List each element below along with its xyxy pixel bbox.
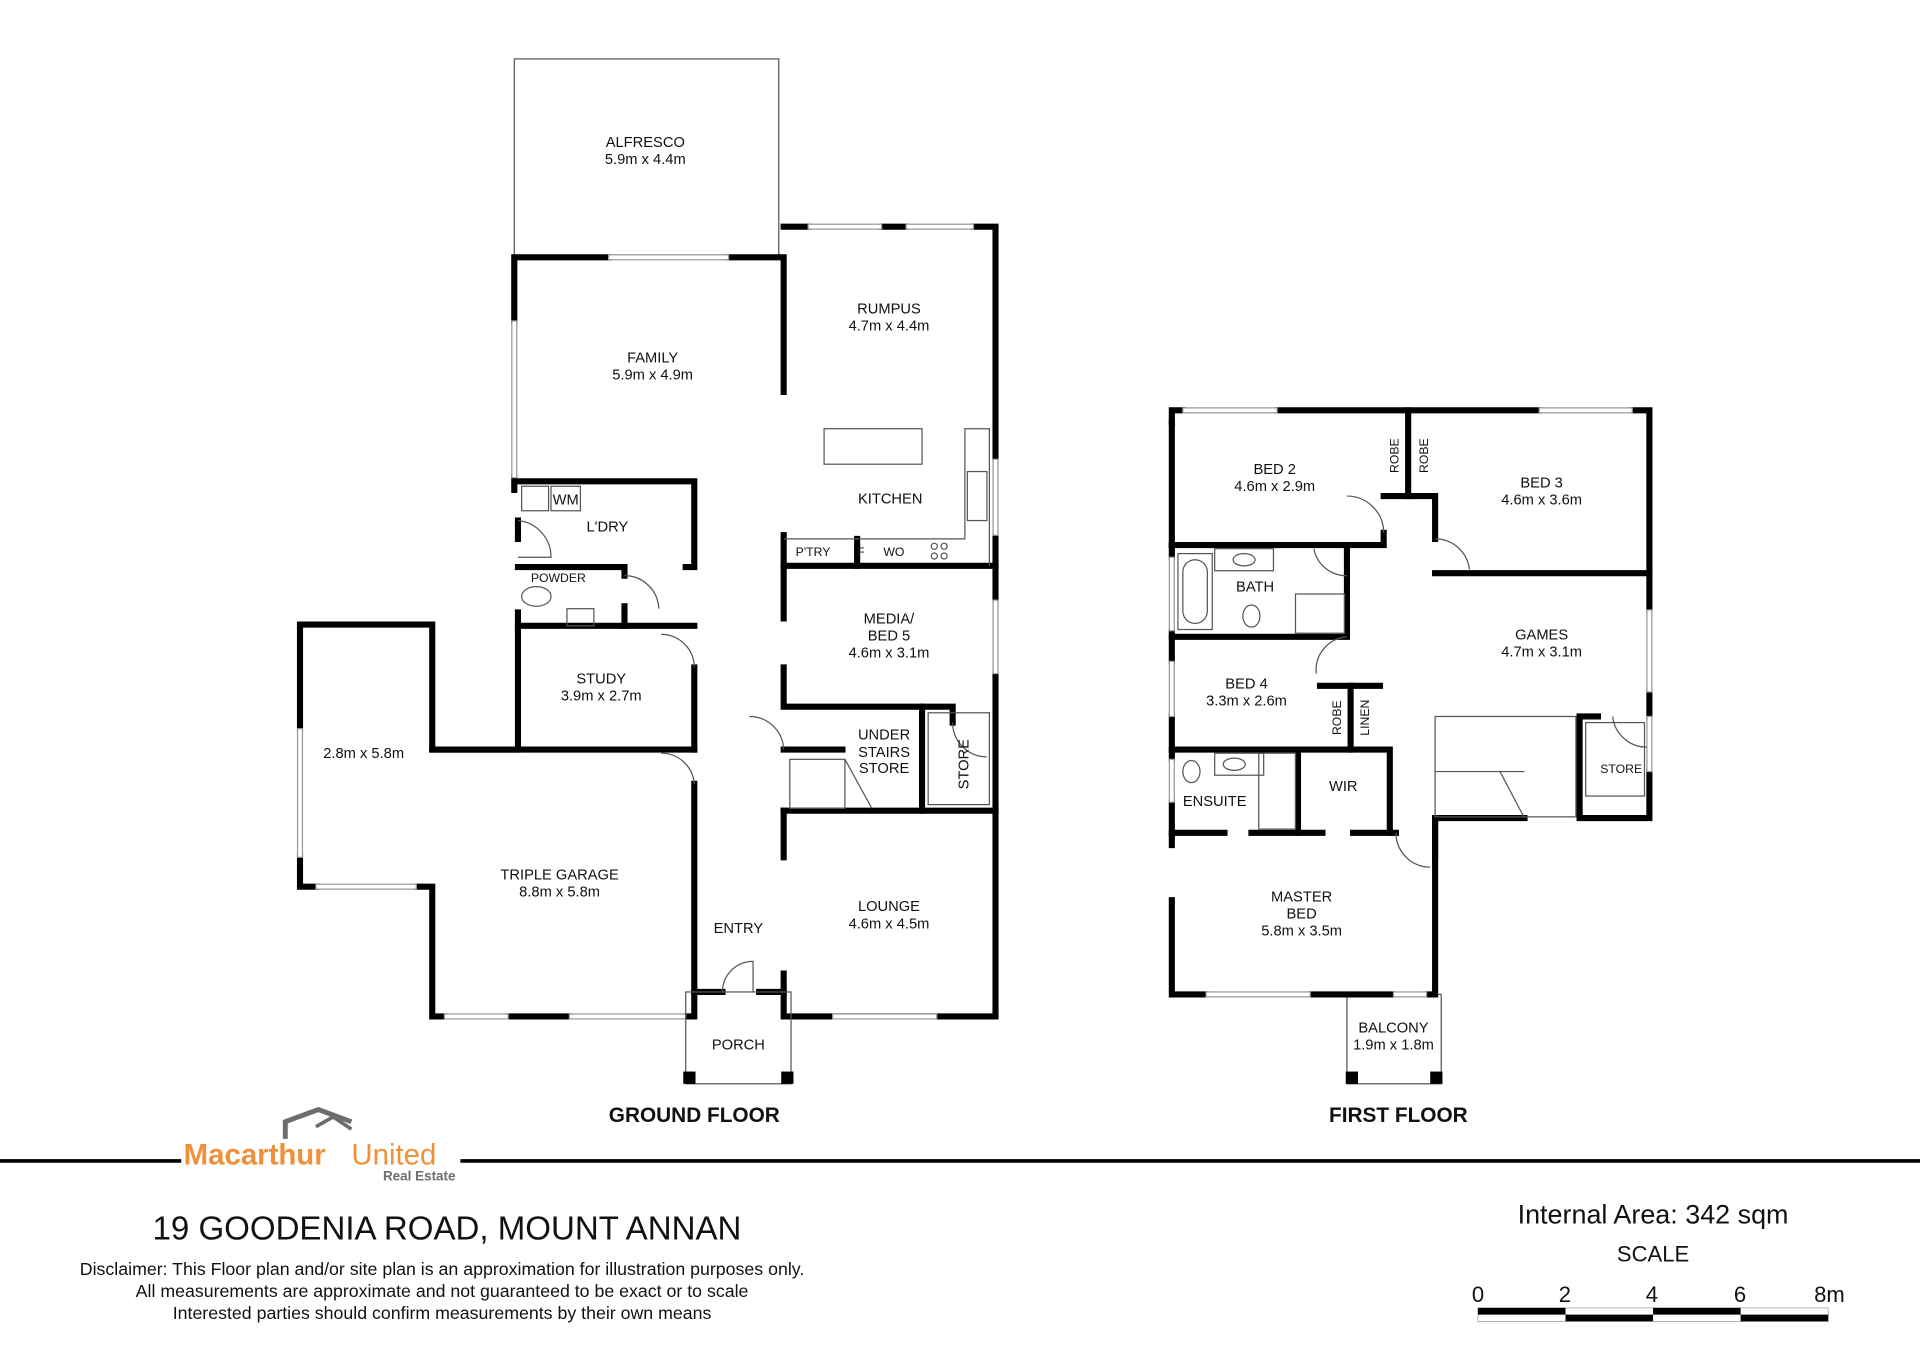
balcony-label: BALCONY bbox=[1358, 1020, 1428, 1036]
ensuite-label: ENSUITE bbox=[1183, 794, 1247, 810]
brand-name-2: United bbox=[351, 1139, 436, 1172]
porch-label: PORCH bbox=[712, 1038, 765, 1054]
brand-name-1: Macarthur bbox=[184, 1139, 326, 1172]
bed2-size: 4.6m x 2.9m bbox=[1234, 479, 1315, 495]
wm-label: WM bbox=[553, 493, 579, 509]
scale-tick-8: 8m bbox=[1814, 1282, 1845, 1307]
pantry-label: P'TRY bbox=[796, 545, 831, 559]
wir-label: WIR bbox=[1329, 779, 1358, 795]
brand-sub: Real Estate bbox=[383, 1169, 456, 1184]
first-floor-fixtures bbox=[1168, 407, 1653, 998]
bath-label: BATH bbox=[1236, 580, 1274, 596]
bed3-size: 4.6m x 3.6m bbox=[1501, 493, 1582, 509]
media-label-1: MEDIA/ bbox=[864, 611, 916, 627]
scale-title: SCALE bbox=[1617, 1241, 1689, 1266]
scale-tick-0: 0 bbox=[1472, 1282, 1484, 1307]
family-label: FAMILY bbox=[627, 351, 678, 367]
media-label-2: BED 5 bbox=[868, 629, 910, 645]
under-stairs-label-3: STORE bbox=[859, 761, 910, 777]
linen-label: LINEN bbox=[1358, 700, 1372, 736]
disclaimer-line-2: All measurements are approximate and not… bbox=[136, 1281, 749, 1301]
store-ff-label: STORE bbox=[1600, 762, 1642, 776]
under-stairs-label-1: UNDER bbox=[858, 728, 910, 744]
robe-1-label: ROBE bbox=[1387, 438, 1401, 473]
ground-floor-plan: ALFRESCO 5.9m x 4.4m RUMPUS 4.7m x 4.4m … bbox=[296, 58, 999, 1127]
garage-label: TRIPLE GARAGE bbox=[500, 867, 619, 883]
balcony-size: 1.9m x 1.8m bbox=[1353, 1038, 1434, 1054]
internal-area: Internal Area: 342 sqm bbox=[1518, 1199, 1789, 1229]
first-floor-title: FIRST FLOOR bbox=[1329, 1104, 1468, 1127]
robe-2-label: ROBE bbox=[1417, 438, 1431, 473]
rumpus-label: RUMPUS bbox=[857, 302, 921, 318]
ground-floor-fixtures bbox=[296, 223, 999, 1085]
scale-tick-4: 4 bbox=[1646, 1282, 1658, 1307]
wall-oven-label: WO bbox=[883, 545, 904, 559]
fridge-label: F bbox=[857, 545, 864, 559]
study-label: STUDY bbox=[576, 671, 626, 687]
first-floor-plan: BED 2 4.6m x 2.9m ROBE ROBE BED 3 4.6m x… bbox=[1168, 407, 1653, 1127]
games-label: GAMES bbox=[1515, 627, 1568, 643]
kitchen-label: KITCHEN bbox=[858, 491, 922, 507]
under-stairs-label-2: STAIRS bbox=[858, 745, 910, 761]
games-size: 4.7m x 3.1m bbox=[1501, 644, 1582, 660]
lounge-size: 4.6m x 4.5m bbox=[849, 916, 930, 932]
brand-logo: Macarthur United Real Estate bbox=[181, 1106, 461, 1184]
master-size: 5.8m x 3.5m bbox=[1261, 924, 1342, 940]
scale-tick-2: 2 bbox=[1559, 1282, 1571, 1307]
study-size: 3.9m x 2.7m bbox=[561, 689, 642, 705]
robe-3-label: ROBE bbox=[1330, 700, 1344, 735]
powder-label: POWDER bbox=[531, 571, 586, 585]
disclaimer-line-3: Interested parties should confirm measur… bbox=[173, 1303, 712, 1323]
entry-label: ENTRY bbox=[714, 921, 764, 937]
rumpus-size: 4.7m x 4.4m bbox=[849, 319, 930, 335]
lounge-label: LOUNGE bbox=[858, 899, 920, 915]
media-size: 4.6m x 3.1m bbox=[849, 646, 930, 662]
store-label: STORE bbox=[957, 739, 973, 790]
ground-floor-title: GROUND FLOOR bbox=[609, 1104, 780, 1127]
laundry-label: L'DRY bbox=[586, 520, 628, 536]
alfresco-size: 5.9m x 4.4m bbox=[605, 152, 686, 168]
garage-size: 8.8m x 5.8m bbox=[519, 884, 600, 900]
family-size: 5.9m x 4.9m bbox=[612, 368, 693, 384]
bed2-label: BED 2 bbox=[1253, 462, 1295, 478]
scale-tick-6: 6 bbox=[1734, 1282, 1746, 1307]
scale-bar: 0 2 4 6 8m bbox=[1472, 1282, 1845, 1322]
alfresco-label: ALFRESCO bbox=[606, 135, 685, 151]
bed3-label: BED 3 bbox=[1520, 475, 1562, 491]
master-label-1: MASTER bbox=[1271, 889, 1332, 905]
bed4-label: BED 4 bbox=[1225, 676, 1267, 692]
property-address: 19 GOODENIA ROAD, MOUNT ANNAN bbox=[153, 1210, 742, 1247]
master-label-2: BED bbox=[1287, 907, 1317, 923]
garage-ext-size: 2.8m x 5.8m bbox=[323, 746, 404, 762]
bed4-size: 3.3m x 2.6m bbox=[1206, 693, 1287, 709]
disclaimer-line-1: Disclaimer: This Floor plan and/or site … bbox=[80, 1259, 804, 1279]
